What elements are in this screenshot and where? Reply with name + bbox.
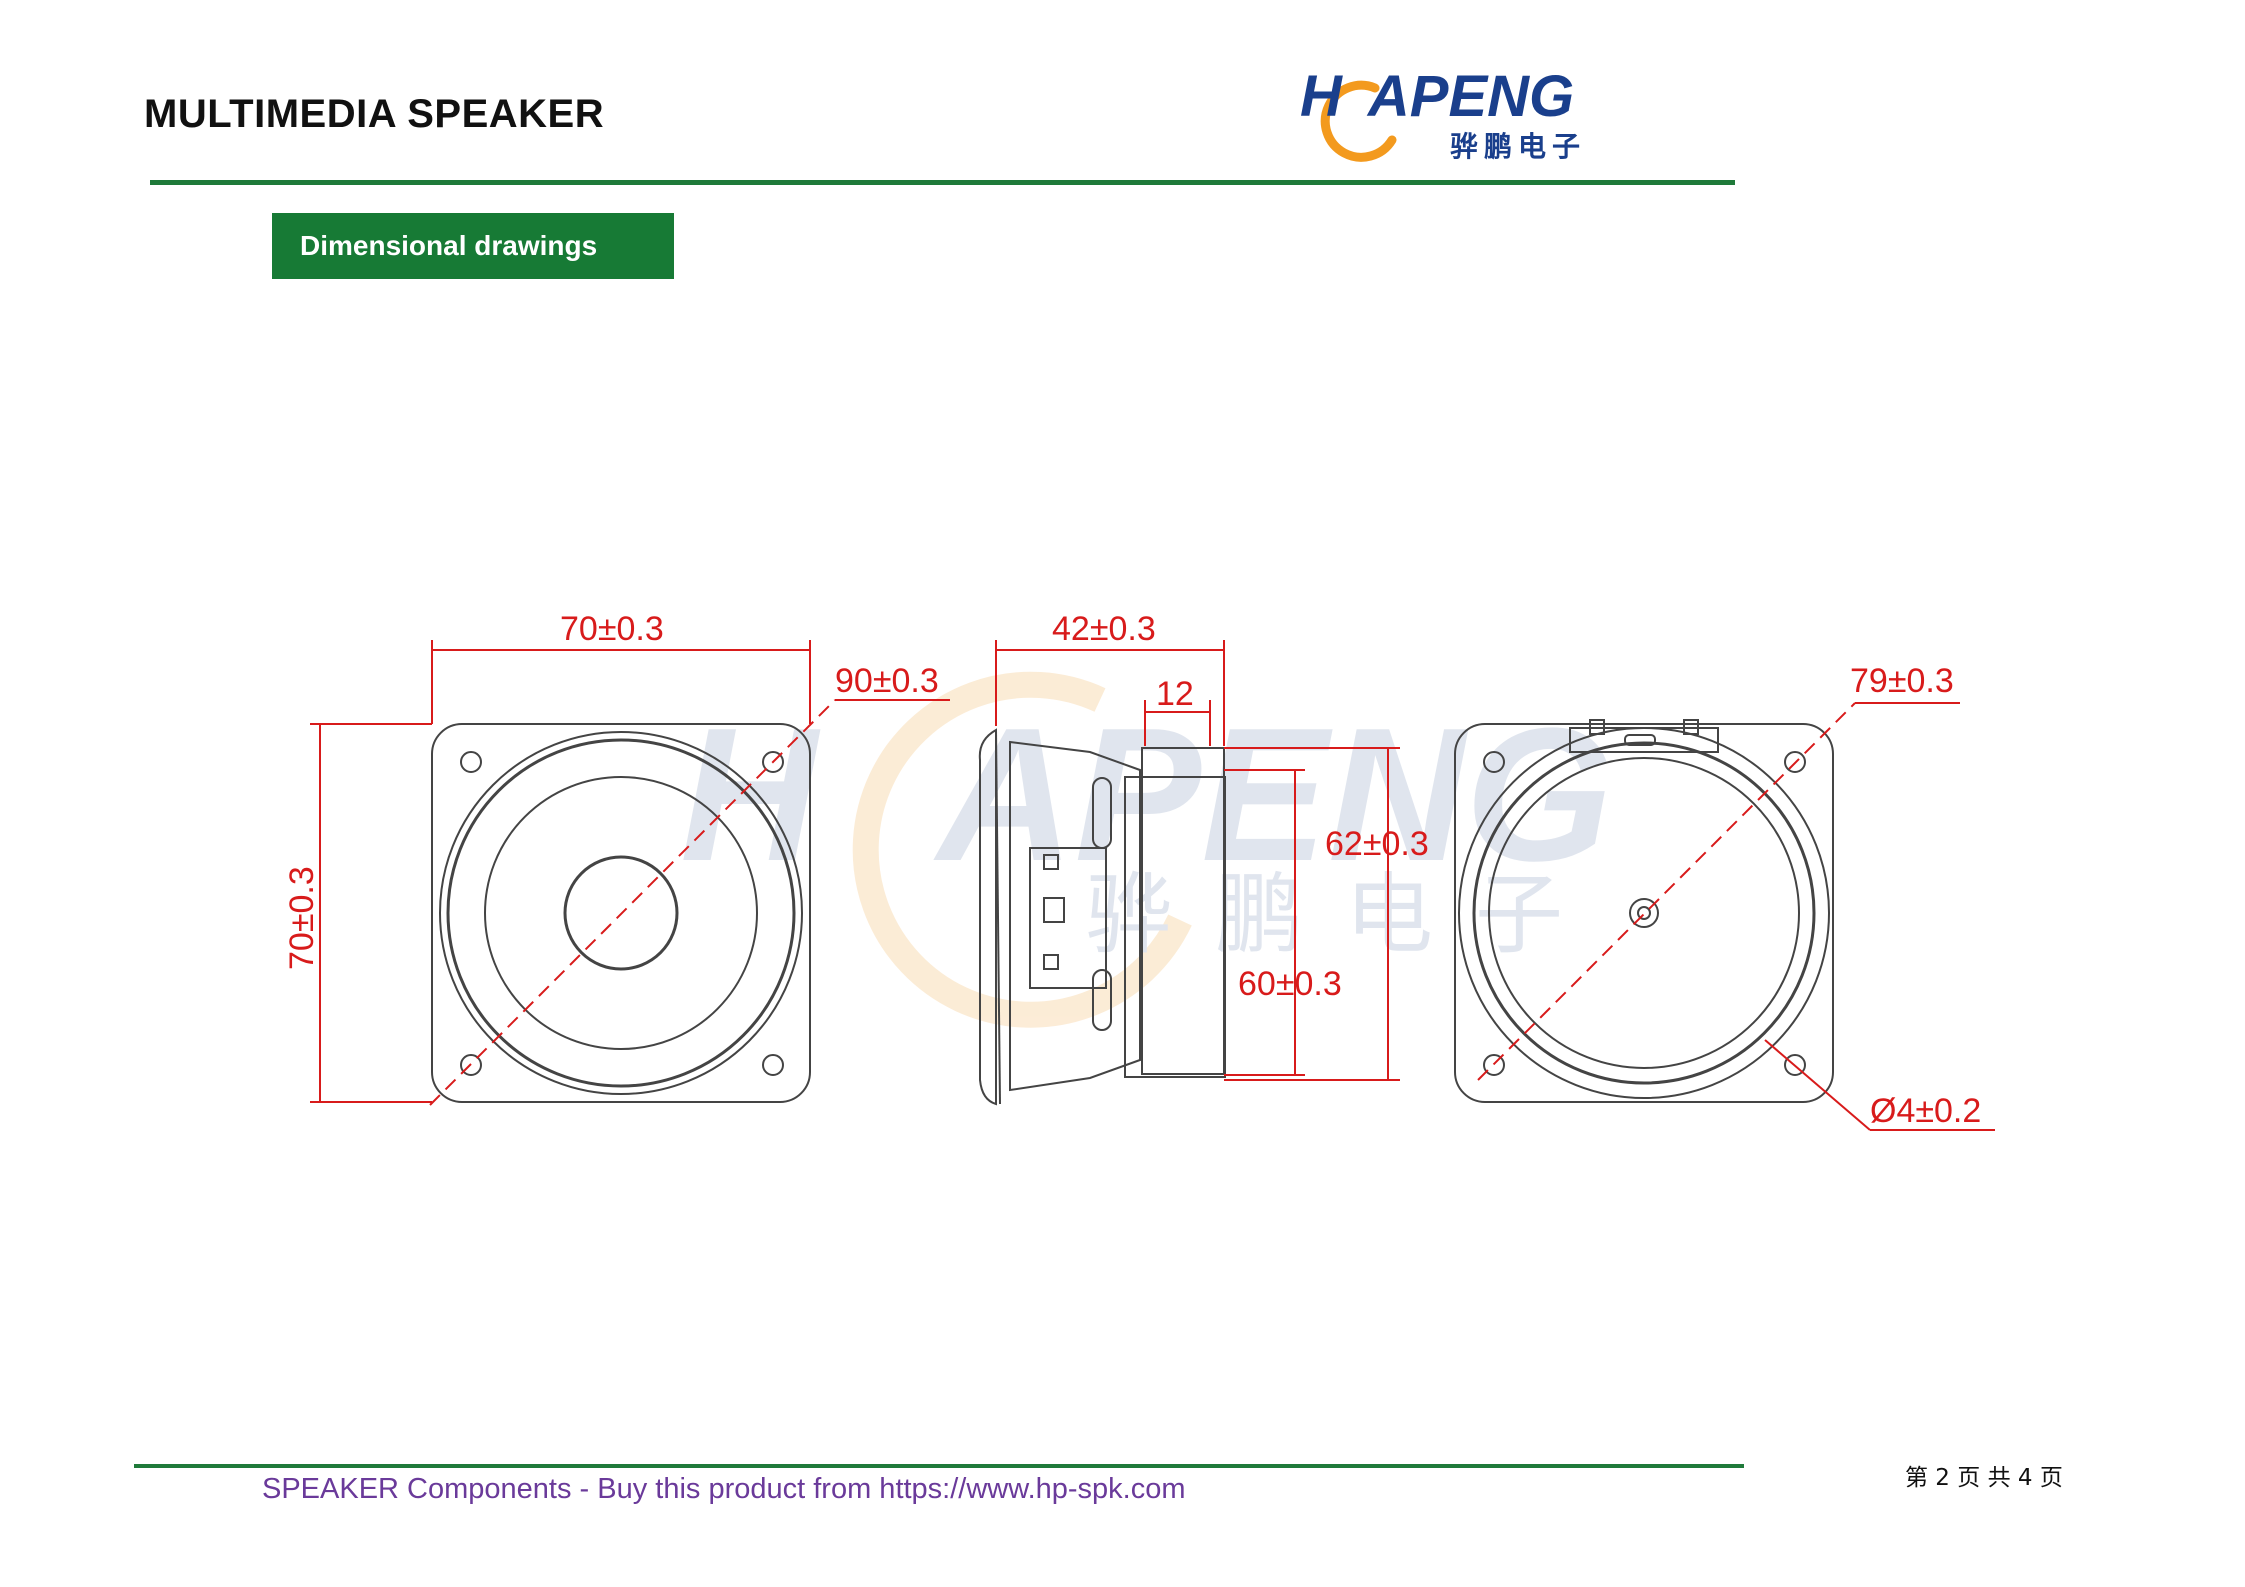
back-mount-hole-bl — [1483, 1054, 1505, 1076]
front-mount-hole-tr — [762, 751, 784, 773]
side-magnet-label: 12 — [1156, 675, 1194, 713]
side-terminal-plate — [1029, 847, 1107, 989]
back-terminal-center — [1624, 734, 1656, 746]
front-mount-hole-tl — [460, 751, 482, 773]
side-depth-label: 42±0.3 — [1052, 610, 1156, 648]
front-width-label: 70±0.3 — [560, 610, 664, 648]
side-basket — [1009, 740, 1141, 1092]
side-terminal-top — [1043, 854, 1059, 870]
side-vent-bottom — [1092, 969, 1112, 1031]
page-title: MULTIMEDIA SPEAKER — [144, 92, 605, 136]
back-frame — [1454, 723, 1834, 1103]
watermark-subtitle: 骅鹏电子 — [1085, 863, 1605, 966]
footer-link-text: SPEAKER Components - Buy this product fr… — [262, 1473, 1186, 1505]
header-divider — [150, 180, 1735, 185]
side-inner-label: 60±0.3 — [1238, 965, 1342, 1003]
front-surround-inner — [446, 738, 796, 1088]
section-label: Dimensional drawings — [272, 213, 674, 279]
back-rim-inner — [1472, 741, 1816, 1085]
front-diagonal-label: 90±0.3 — [835, 662, 939, 700]
front-mount-hole-br — [762, 1054, 784, 1076]
front-surround-outer — [439, 731, 803, 1095]
back-terminal-block — [1569, 727, 1719, 753]
front-height-label: 70±0.3 — [283, 866, 321, 970]
page-number: 第 2 页 共 4 页 — [1905, 1465, 2063, 1491]
side-outer-label: 62±0.3 — [1325, 825, 1429, 863]
back-mount-hole-br — [1784, 1054, 1806, 1076]
logo-subtitle: 骅鹏电子 — [1450, 130, 1586, 163]
back-hole-leader — [1764, 1039, 1871, 1131]
back-hole-label: Ø4±0.2 — [1870, 1092, 1981, 1130]
front-cone — [484, 776, 758, 1050]
back-diameter-label: 79±0.3 — [1850, 662, 1954, 700]
back-magnet-outline — [1488, 757, 1800, 1069]
back-vent-inner — [1637, 906, 1651, 920]
back-dimensions — [1477, 702, 1995, 1131]
front-view — [431, 723, 811, 1103]
side-dimensions — [995, 640, 1400, 1081]
back-mount-hole-tr — [1784, 751, 1806, 773]
side-terminal-middle — [1043, 897, 1065, 923]
front-dust-cap — [563, 855, 679, 971]
back-terminal-left — [1589, 719, 1605, 735]
back-terminal-right — [1683, 719, 1699, 735]
back-mount-hole-tl — [1483, 751, 1505, 773]
front-dimensions — [310, 640, 950, 1106]
front-mount-hole-bl — [460, 1054, 482, 1076]
back-diameter-dimension — [1477, 702, 1856, 1081]
back-vent-outer — [1629, 898, 1659, 928]
side-terminal-bottom — [1043, 954, 1059, 970]
side-front-flange — [978, 728, 997, 1106]
front-frame — [431, 723, 811, 1103]
back-view — [1454, 719, 1834, 1103]
side-magnet — [1141, 747, 1225, 1075]
front-diagonal-dimension — [429, 699, 836, 1106]
side-view — [978, 728, 1226, 1106]
footer-divider — [134, 1464, 1744, 1468]
